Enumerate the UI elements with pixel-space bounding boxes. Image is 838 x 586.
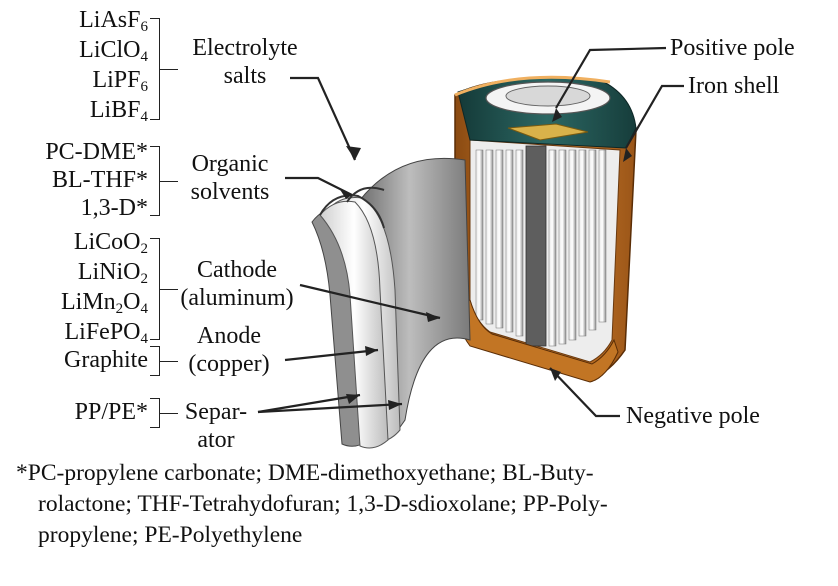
chem-libf4: LiBF4 (89, 97, 148, 125)
group-electrolyte-salts: LiAsF6 LiClO4 LiPF6 LiBF4 (0, 6, 148, 126)
footnote-line-3: propylene; PE-Polyethylene (38, 522, 303, 548)
arrow-heads (339, 108, 632, 410)
electrode-fins (475, 145, 607, 347)
chem-pp-pe: PP/PE* (74, 399, 148, 425)
label-organic-solvents: Organic solvents (190, 151, 270, 205)
unrolled-electrode-sheets (311, 157, 471, 449)
footnote: *PC-propylene carbonate; DME-dimethoxyet… (16, 458, 826, 551)
brace-cathode (150, 238, 178, 340)
chem-liclo4: LiClO4 (79, 37, 148, 65)
label-anode: Anode (copper) (188, 323, 270, 377)
chem-limn2o4: LiMn2O4 (60, 289, 148, 317)
label-positive-pole: Positive pole (670, 35, 795, 61)
brace-organic-solvents (150, 146, 178, 216)
group-organic-solvents: PC-DME* BL-THF* 1,3-D* (0, 138, 148, 228)
group-cathode: LiCoO2 LiNiO2 LiMn2O4 LiFePO4 (0, 228, 148, 348)
label-separator: Separ- ator (184, 399, 248, 453)
chem-liasf6: LiAsF6 (79, 7, 148, 35)
chem-licoo2: LiCoO2 (73, 229, 148, 257)
chem-lipf6: LiPF6 (92, 67, 148, 95)
footnote-line-1: *PC-propylene carbonate; DME-dimethoxyet… (16, 460, 594, 486)
brace-anode (150, 346, 178, 376)
label-electrolyte-salts: Electrolyte salts (192, 35, 298, 89)
group-separator: PP/PE* (0, 398, 148, 428)
chem-pc-dme: PC-DME* (45, 139, 148, 165)
label-negative-pole: Negative pole (626, 403, 760, 429)
footnote-line-2: rolactone; THF-Tetrahydofuran; 1,3-D-sdi… (38, 491, 608, 517)
label-iron-shell: Iron shell (688, 73, 780, 99)
chem-bl-thf: BL-THF* (52, 167, 148, 193)
chem-graphite: Graphite (64, 347, 148, 373)
chem-lifepo4: LiFePO4 (64, 319, 148, 347)
group-anode: Graphite (0, 346, 148, 376)
brace-electrolyte-salts (150, 18, 178, 120)
label-cathode: Cathode (aluminum) (180, 257, 294, 311)
chem-linio2: LiNiO2 (77, 259, 148, 287)
brace-separator (150, 398, 178, 428)
chem-1-3-d: 1,3-D* (80, 195, 148, 221)
battery-can (454, 75, 637, 383)
